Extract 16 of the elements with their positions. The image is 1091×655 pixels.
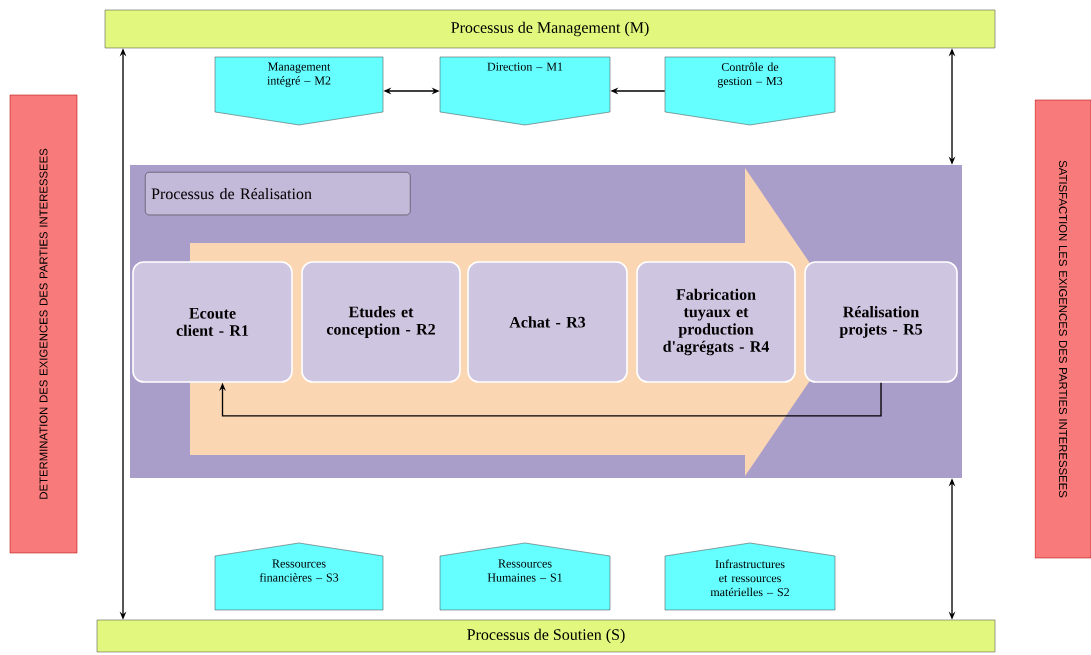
process-band: Processus de Soutien (S)	[96, 619, 996, 653]
process-box: Réalisation projets - R5	[804, 261, 958, 383]
process-box: Ecoute client - R1	[132, 261, 293, 383]
pentagon-box: Infrastructures et ressources matérielles – S2	[664, 542, 836, 611]
pentagon-box: Management intégré – M2	[214, 56, 384, 126]
side-banner: DETERMINATION DES EXIGENCES DES PARTIES INTERESSEES	[9, 94, 78, 554]
pentagon-box: Ressources financières – S3	[214, 542, 384, 611]
pentagon-box: Ressources Humaines – S1	[439, 542, 611, 611]
process-box: Etudes et conception - R2	[301, 261, 461, 383]
pentagon-box: Direction – M1	[439, 56, 611, 126]
pentagon-box: Contrôle de gestion – M3	[664, 56, 836, 126]
arrow	[219, 382, 882, 417]
side-banner: SATISFACTION LES EXIGENCES DES PARTIES INTERESSEES	[1034, 99, 1091, 559]
process-box: Achat - R3	[467, 261, 628, 383]
process-box: Fabrication tuyaux et production d'agrégats - R4	[636, 261, 796, 383]
process-band: Processus de Management (M)	[104, 9, 996, 49]
